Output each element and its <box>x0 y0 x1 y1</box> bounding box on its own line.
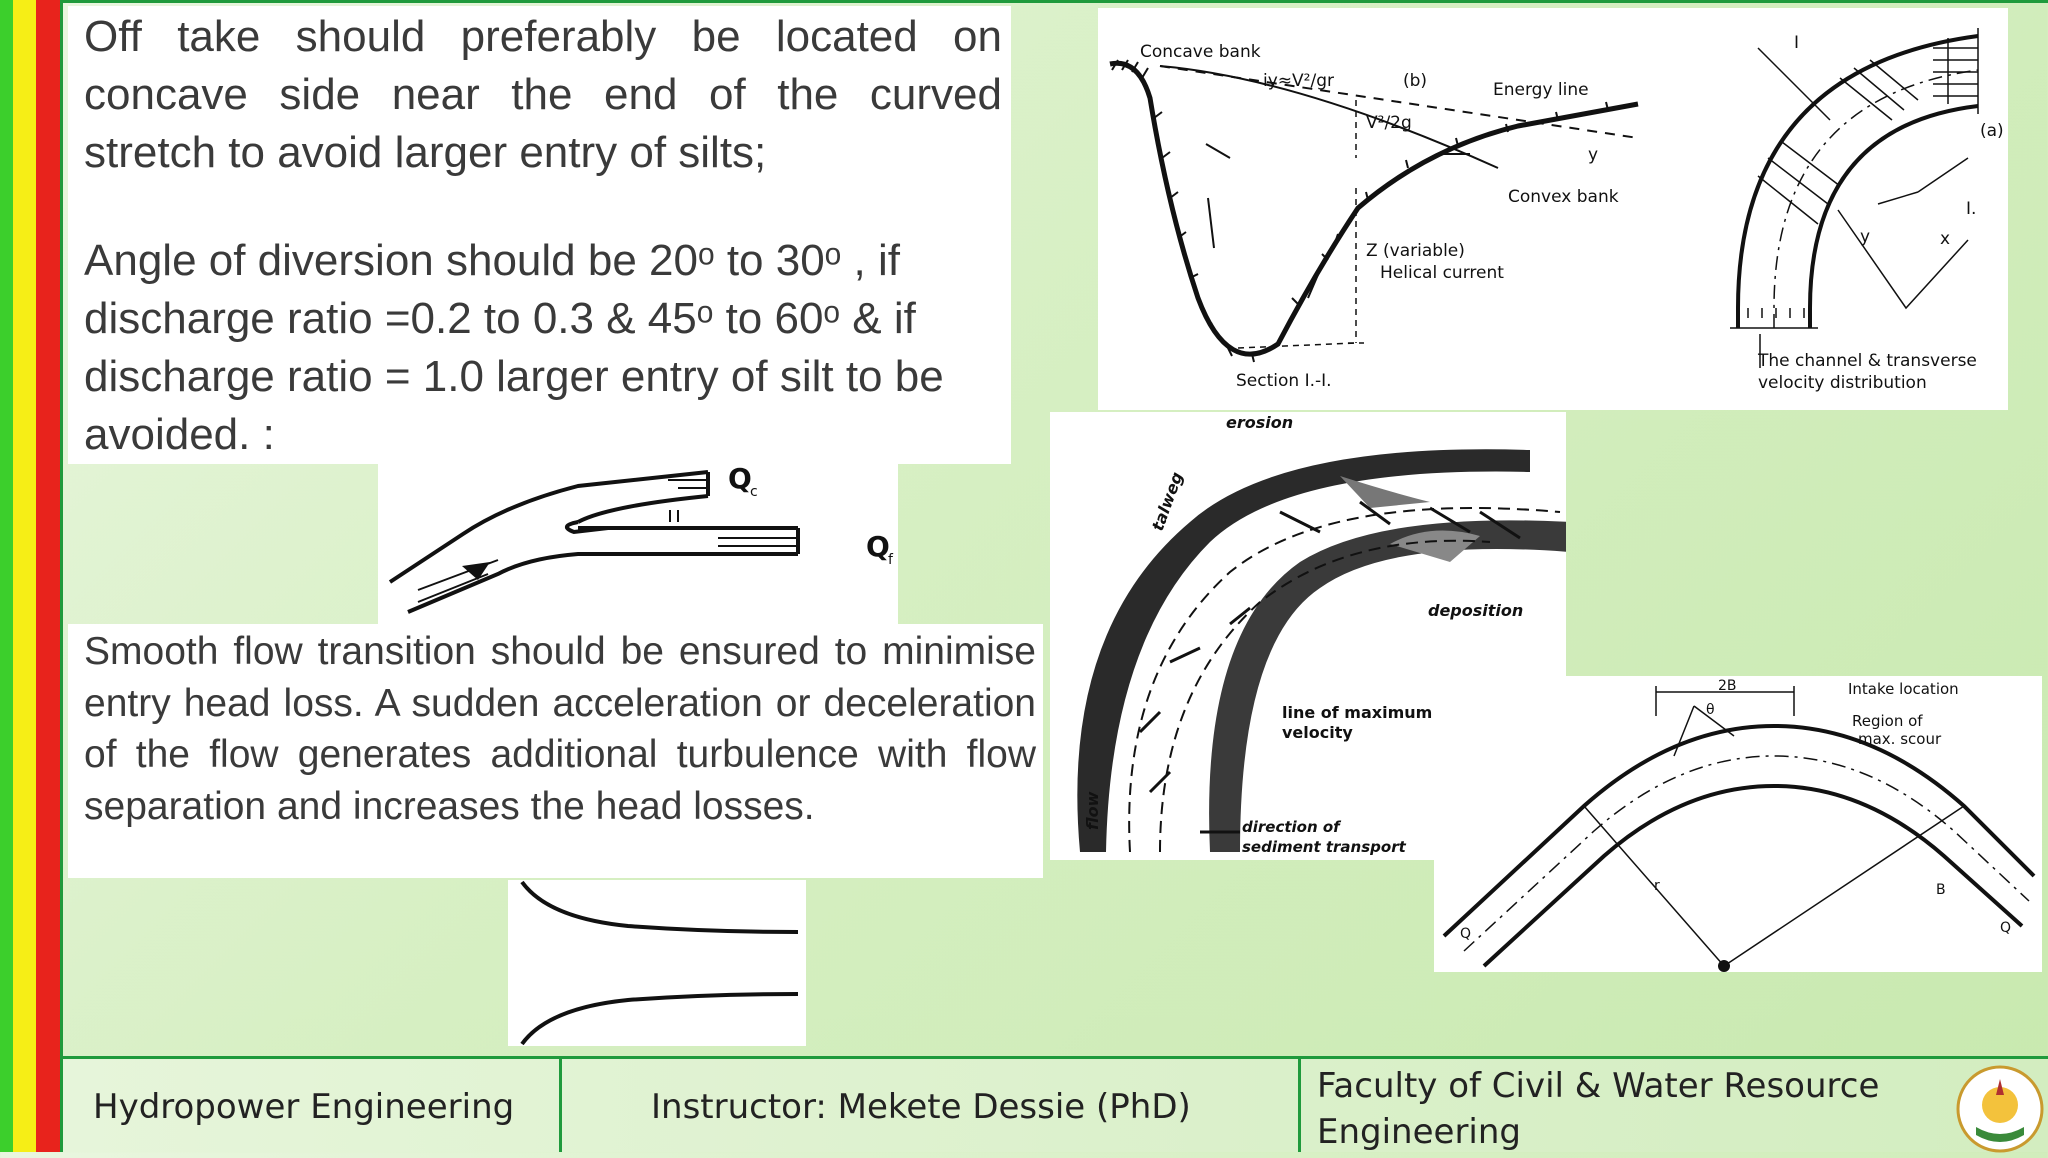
diversion-line-4: avoided. : <box>84 410 275 459</box>
y-direction-label: y <box>1588 145 1598 165</box>
max-velocity-label-2: velocity <box>1282 723 1353 742</box>
section-i-label-top: I <box>1794 33 1799 53</box>
diversion-line-2: discharge ratio =0.2 to 0.3 & 45ᵒ to 60ᵒ… <box>84 294 916 343</box>
b-label: (b) <box>1403 71 1427 91</box>
diversion-line-1: Angle of diversion should be 20ᵒ to 30ᵒ … <box>84 236 900 285</box>
r-label: r <box>1654 878 1660 894</box>
channel-section-diagram: Concave bank iy≈V²/gr (b) Energy line V²… <box>1098 8 2008 410</box>
intake-location-label: Intake location <box>1848 680 1959 698</box>
top-border <box>63 0 2048 3</box>
qf-label: Q <box>866 530 890 563</box>
footer-faculty: Faculty of Civil & Water Resource Engine… <box>1317 1063 1879 1152</box>
max-velocity-label-1: line of maximum <box>1282 703 1432 722</box>
accent-stripe-yellow <box>13 0 36 1152</box>
two-b-label: 2B <box>1718 678 1737 694</box>
footer-divider-1 <box>559 1059 562 1152</box>
paragraph-diversion-angle: Angle of diversion should be 20ᵒ to 30ᵒ … <box>84 232 1002 464</box>
accent-stripe-edge <box>60 0 63 1152</box>
velocity-head-label: V²/2g <box>1366 113 1412 133</box>
footer-faculty-line-2: Engineering <box>1317 1112 1521 1152</box>
text-panel-bottom <box>68 624 1043 878</box>
footer-bar: Hydropower Engineering Instructor: Meket… <box>63 1056 2048 1153</box>
university-logo <box>1956 1065 2044 1153</box>
energy-line-label: Energy line <box>1493 80 1589 100</box>
caption-line-2: velocity distribution <box>1758 373 1927 393</box>
footer-divider-2 <box>1298 1059 1301 1152</box>
concave-bank-label: Concave bank <box>1140 42 1261 62</box>
intake-location-diagram: 2B θ Intake location Region of max. scou… <box>1434 676 2042 972</box>
section-i-label-right: I. <box>1966 199 1976 219</box>
scour-label-1: Region of <box>1852 712 1923 730</box>
z-variable-label: Z (variable) <box>1366 241 1465 261</box>
transport-label-2: sediment transport <box>1242 838 1407 856</box>
slope-label: iy≈V²/gr <box>1263 71 1334 91</box>
q-left-label: Q <box>1460 926 1471 942</box>
offtake-diagram: Q c Q f <box>378 462 898 626</box>
q-right-label: Q <box>2000 920 2011 936</box>
x-axis-label: x <box>1940 229 1950 249</box>
y-axis-label: y <box>1860 227 1870 247</box>
caption-line-1: The channel & transverse <box>1757 351 1977 371</box>
footer-instructor: Instructor: Mekete Dessie (PhD) <box>651 1087 1191 1127</box>
erosion-label: erosion <box>1226 413 1293 432</box>
paragraph-offtake-location: Off take should preferably be located on… <box>84 12 1002 177</box>
transport-label-1: direction of <box>1242 818 1342 836</box>
b-label: B <box>1936 882 1946 898</box>
qf-subscript: f <box>888 552 894 568</box>
footer-faculty-line-1: Faculty of Civil & Water Resource <box>1317 1066 1880 1106</box>
paragraph-smooth-transition: Smooth flow transition should be ensured… <box>84 630 1036 828</box>
helical-current-label: Helical current <box>1380 263 1504 283</box>
accent-stripe-red <box>36 0 60 1152</box>
talweg-label: talweg <box>1148 470 1187 534</box>
scour-label-2: max. scour <box>1858 730 1942 748</box>
flow-label: flow <box>1083 791 1102 830</box>
theta-label: θ <box>1706 702 1715 718</box>
footer-course: Hydropower Engineering <box>93 1087 515 1127</box>
deposition-label: deposition <box>1428 601 1523 620</box>
text-panel-top <box>68 6 1011 464</box>
convex-bank-label: Convex bank <box>1508 187 1619 207</box>
accent-stripe-green <box>0 0 13 1152</box>
diversion-line-3: discharge ratio = 1.0 larger entry of si… <box>84 352 944 401</box>
qc-subscript: c <box>750 484 758 500</box>
qc-label: Q <box>728 462 752 495</box>
transition-curves-diagram <box>508 880 806 1046</box>
section-label: Section I.-I. <box>1236 371 1332 391</box>
a-label: (a) <box>1980 121 2004 141</box>
